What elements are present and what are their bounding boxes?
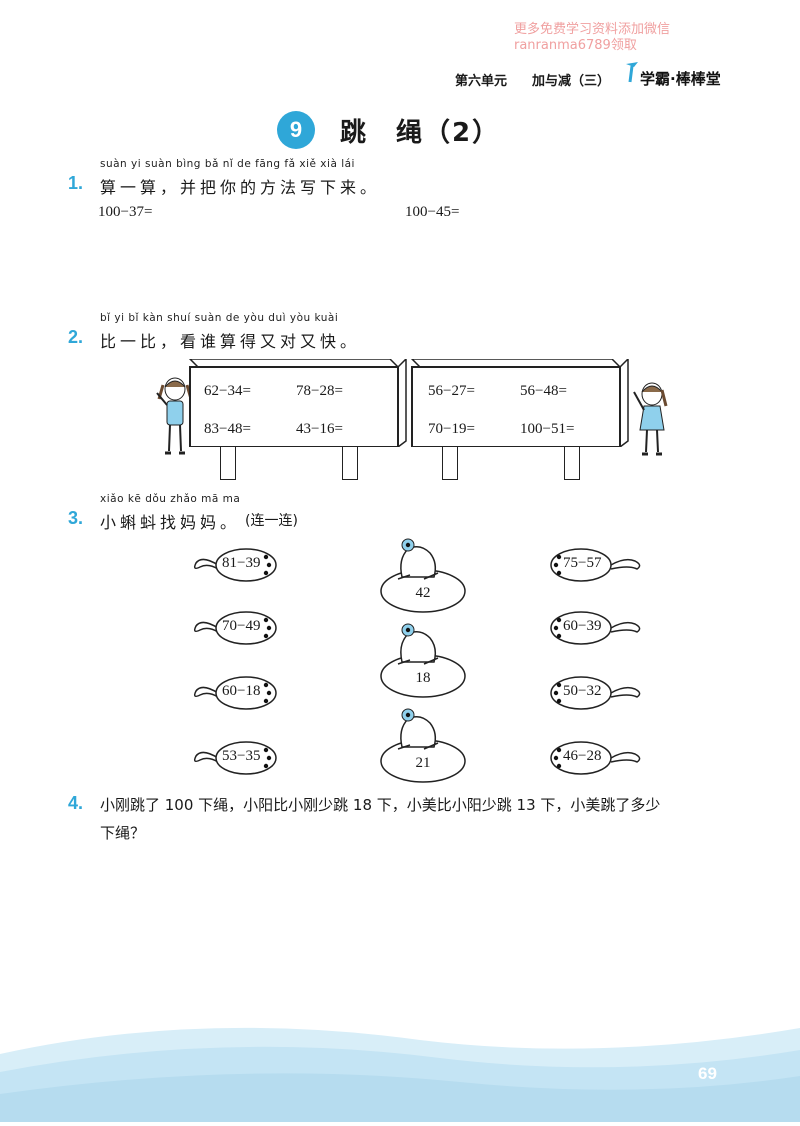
right-board-eq-2: 56−48= <box>520 383 567 399</box>
q3-hint: (连一连) <box>245 513 298 529</box>
tadpole-left-2-label: 70−49 <box>222 618 261 634</box>
q1-text: 算一算，并把你的方法写下来。 <box>100 178 381 197</box>
girl-right-illustration <box>630 380 672 460</box>
q2-pinyin: bǐ yi bǐ kàn shuí suàn de yòu duì yòu ku… <box>100 312 339 324</box>
tadpole-right-1: 75−57 <box>545 545 645 585</box>
left-board-leg-1 <box>220 447 236 480</box>
right-board-eq-1: 56−27= <box>428 383 475 399</box>
frog-1: 42 <box>380 533 466 613</box>
q2-number: 2. <box>68 327 84 347</box>
q1-number: 1. <box>68 173 84 193</box>
unit-label: 第六单元 <box>455 74 508 89</box>
right-board: 56−27= 56−48= 70−19= 100−51= <box>410 359 630 447</box>
q3-number: 3. <box>68 508 84 528</box>
page-number: 69 <box>698 1064 717 1083</box>
watermark-line-2: ranranma6789领取 <box>514 38 637 53</box>
left-board-eq-2: 78−28= <box>296 383 343 399</box>
q4-number: 4. <box>68 793 84 813</box>
tadpole-right-3: 50−32 <box>545 673 645 713</box>
girl-left-illustration <box>155 375 197 460</box>
left-board-eq-3: 83−48= <box>204 421 251 437</box>
frog-3-number: 21 <box>415 755 431 771</box>
tadpole-left-2: 70−49 <box>190 608 290 648</box>
frog-3: 21 <box>380 703 466 783</box>
right-board-eq-3: 70−19= <box>428 421 475 437</box>
tadpole-left-4: 53−35 <box>190 738 290 778</box>
tadpole-left-3: 60−18 <box>190 673 290 713</box>
q2-text: 比一比，看谁算得又对又快。 <box>100 332 361 351</box>
right-board-leg-1 <box>442 447 458 480</box>
lesson-number-badge: 9 <box>277 111 315 149</box>
frog-2: 18 <box>380 618 466 698</box>
brand-name: 学霸·棒棒堂 <box>640 70 721 88</box>
tadpole-right-2: 60−39 <box>545 608 645 648</box>
brand-logo-icon <box>624 60 640 84</box>
tadpole-right-3-label: 50−32 <box>563 683 602 699</box>
right-board-eq-4: 100−51= <box>520 421 575 437</box>
lesson-title: 跳 绳（2） <box>340 118 501 148</box>
right-board-leg-2 <box>564 447 580 480</box>
q4-text-line-2: 下绳？ <box>100 824 146 842</box>
q1-expr-left: 100−37= <box>98 204 153 220</box>
tadpole-right-4: 46−28 <box>545 738 645 778</box>
left-board-leg-2 <box>342 447 358 480</box>
frog-2-number: 18 <box>415 670 431 686</box>
tadpole-left-1: 81−39 <box>190 545 290 585</box>
q1-pinyin: suàn yi suàn bìng bǎ nǐ de fāng fǎ xiě x… <box>100 158 355 170</box>
tadpole-left-4-label: 53−35 <box>222 748 261 764</box>
bottom-wave-decoration <box>0 1010 800 1122</box>
q4-text-line-1: 小刚跳了 100 下绳，小阳比小刚少跳 18 下，小美比小阳少跳 13 下，小美… <box>100 796 661 814</box>
tadpole-right-1-label: 75−57 <box>563 555 602 571</box>
left-board-eq-4: 43−16= <box>296 421 343 437</box>
q1-expr-right: 100−45= <box>405 204 460 220</box>
tadpole-left-3-label: 60−18 <box>222 683 261 699</box>
tadpole-right-4-label: 46−28 <box>563 748 602 764</box>
tadpole-left-1-label: 81−39 <box>222 555 261 571</box>
left-board: 62−34= 78−28= 83−48= 43−16= <box>188 359 408 447</box>
left-board-eq-1: 62−34= <box>204 383 251 399</box>
tadpole-right-2-label: 60−39 <box>563 618 602 634</box>
q3-text: 小蝌蚪找妈妈。 <box>100 513 241 532</box>
watermark-line-1: 更多免费学习资料添加微信 <box>514 22 671 37</box>
q3-pinyin: xiǎo kē dǒu zhǎo mā ma <box>100 493 241 505</box>
topic-label: 加与减（三） <box>532 74 611 89</box>
frog-1-number: 42 <box>415 585 431 601</box>
